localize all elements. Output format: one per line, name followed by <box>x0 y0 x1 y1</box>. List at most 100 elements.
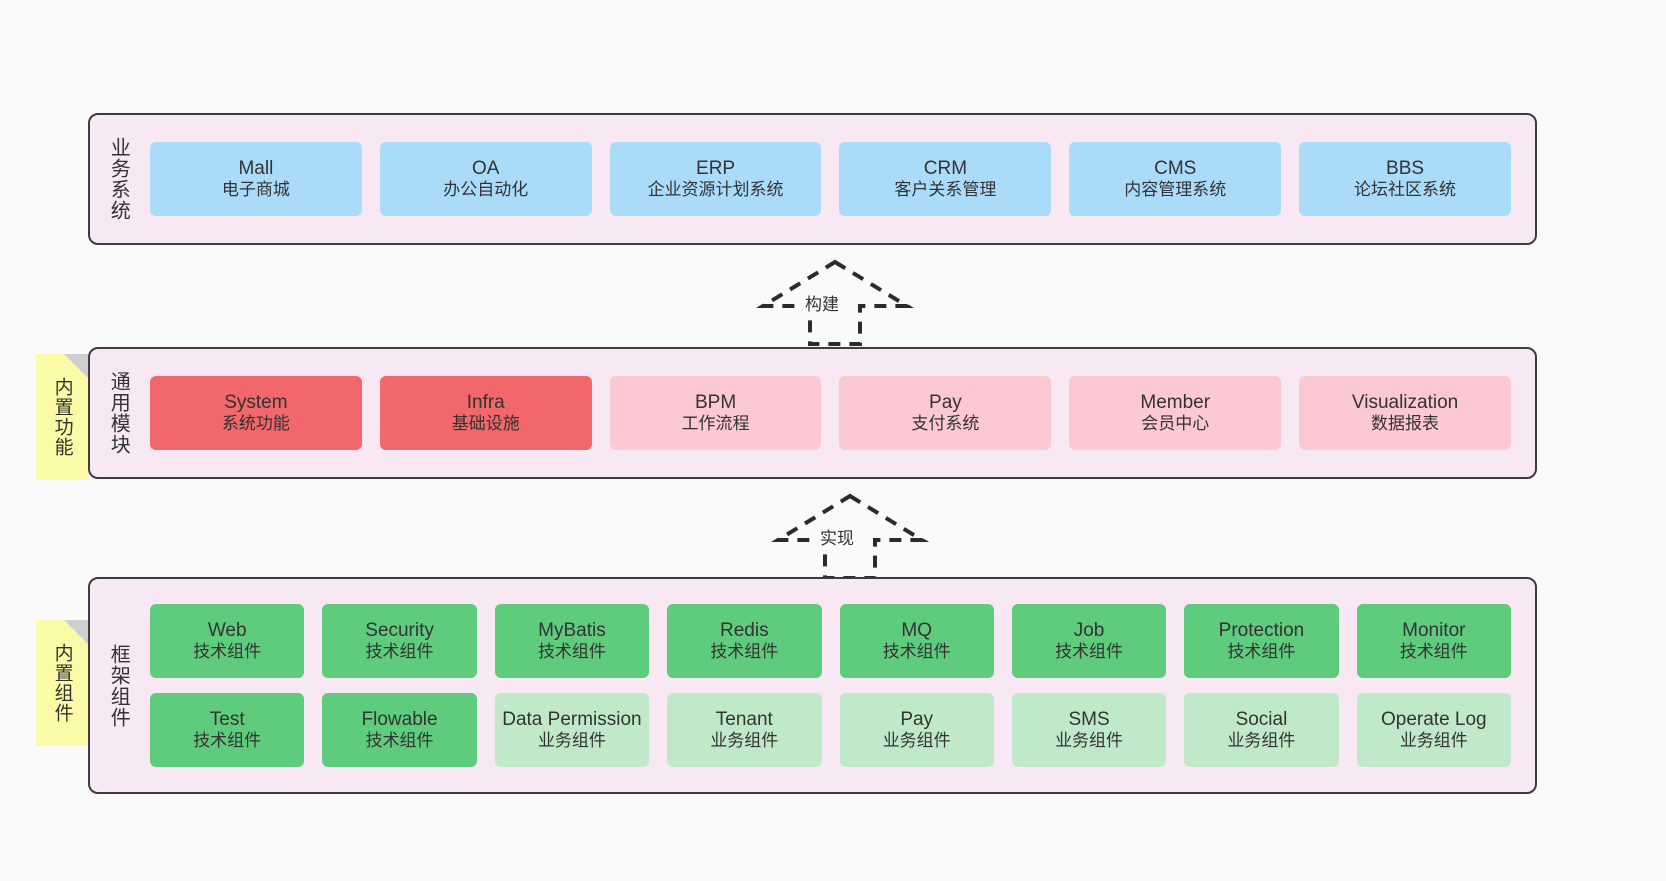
module-desc: 业务组件 <box>537 731 606 751</box>
module-box-mq[interactable]: MQ 技术组件 <box>839 604 994 678</box>
module-name: Pay <box>900 709 934 731</box>
module-desc: 内容管理系统 <box>1124 180 1227 200</box>
module-box-pay[interactable]: Pay 支付系统 <box>839 376 1052 450</box>
note-fold-corner-icon <box>64 354 88 378</box>
module-box-member[interactable]: Member 会员中心 <box>1069 376 1282 450</box>
module-name: Visualization <box>1351 392 1459 414</box>
module-name: Security <box>365 620 434 642</box>
module-desc: 系统功能 <box>221 414 290 434</box>
layer-framework-component-body: Web 技术组件 Security 技术组件 MyBatis 技术组件 Redi… <box>140 579 1535 792</box>
module-name: Member <box>1140 392 1211 414</box>
module-box-cms[interactable]: CMS 内容管理系统 <box>1069 142 1282 216</box>
module-name: Mall <box>238 158 274 180</box>
module-box-erp[interactable]: ERP 企业资源计划系统 <box>609 142 822 216</box>
module-desc: 电子商城 <box>221 180 290 200</box>
module-box-oa[interactable]: OA 办公自动化 <box>379 142 592 216</box>
module-box-sms[interactable]: SMS 业务组件 <box>1011 693 1167 767</box>
module-box-visualization[interactable]: Visualization 数据报表 <box>1299 376 1511 450</box>
module-name: BPM <box>694 392 737 414</box>
module-name: MQ <box>901 620 932 642</box>
connector-build-label: 构建 <box>803 290 841 315</box>
module-desc: 技术组件 <box>193 731 262 751</box>
module-name: Flowable <box>361 709 438 731</box>
sticky-note-label: 内置功能 <box>51 377 73 457</box>
sticky-note-builtin-component: 内置组件 <box>36 620 88 746</box>
module-row: Mall 电子商城 OA 办公自动化 ERP 企业资源计划系统 CRM 客户关系… <box>150 142 1511 216</box>
module-name: Operate Log <box>1380 709 1487 731</box>
connector-build: 构建 <box>755 258 915 346</box>
module-row: System 系统功能 Infra 基础设施 BPM 工作流程 Pay 支付系统… <box>150 376 1511 450</box>
module-name: CMS <box>1154 158 1197 180</box>
module-name: Protection <box>1218 620 1305 642</box>
module-name: Infra <box>466 392 505 414</box>
layer-business-system: 业务系统 Mall 电子商城 OA 办公自动化 ERP 企业资源计划系统 CRM… <box>88 113 1537 245</box>
layer-framework-component-title: 框架组件 <box>107 643 130 728</box>
layer-common-module: 通用模块 System 系统功能 Infra 基础设施 BPM 工作流程 Pay… <box>88 347 1537 479</box>
layer-business-system-title: 业务系统 <box>107 137 130 221</box>
module-desc: 技术组件 <box>193 642 262 662</box>
module-desc: 办公自动化 <box>443 180 529 200</box>
module-desc: 技术组件 <box>1227 642 1296 662</box>
connector-implement: 实现 <box>770 492 930 580</box>
module-desc: 基础设施 <box>451 414 520 434</box>
module-desc: 论坛社区系统 <box>1354 180 1457 200</box>
module-desc: 企业资源计划系统 <box>647 180 784 200</box>
module-box-operate-log[interactable]: Operate Log 业务组件 <box>1356 693 1511 767</box>
note-fold-corner-icon <box>64 620 88 644</box>
module-name: Redis <box>720 620 769 642</box>
module-name: Data Permission <box>502 709 642 731</box>
module-name: Web <box>207 620 247 642</box>
module-box-web[interactable]: Web 技术组件 <box>150 604 305 678</box>
module-desc: 技术组件 <box>882 642 951 662</box>
module-name: Tenant <box>715 709 773 731</box>
module-box-job[interactable]: Job 技术组件 <box>1011 604 1167 678</box>
module-box-data-permission[interactable]: Data Permission 业务组件 <box>494 693 650 767</box>
module-desc: 技术组件 <box>537 642 606 662</box>
connector-build-arrow <box>755 259 915 346</box>
module-box-social[interactable]: Social 业务组件 <box>1184 693 1339 767</box>
module-desc: 业务组件 <box>1227 731 1296 751</box>
module-name: Social <box>1235 709 1288 731</box>
module-box-mybatis[interactable]: MyBatis 技术组件 <box>494 604 650 678</box>
module-box-monitor[interactable]: Monitor 技术组件 <box>1356 604 1511 678</box>
module-box-bpm[interactable]: BPM 工作流程 <box>609 376 822 450</box>
module-desc: 数据报表 <box>1371 414 1440 434</box>
module-name: SMS <box>1068 709 1110 731</box>
module-box-mall[interactable]: Mall 电子商城 <box>150 142 362 216</box>
module-name: Pay <box>929 392 962 414</box>
module-name: Job <box>1073 620 1105 642</box>
module-desc: 技术组件 <box>710 642 779 662</box>
module-box-security[interactable]: Security 技术组件 <box>322 604 477 678</box>
module-box-pay-business[interactable]: Pay 业务组件 <box>839 693 994 767</box>
sticky-note-label: 内置组件 <box>51 643 73 723</box>
module-box-crm[interactable]: CRM 客户关系管理 <box>839 142 1052 216</box>
module-desc: 技术组件 <box>365 731 434 751</box>
module-desc: 技术组件 <box>1055 642 1124 662</box>
module-desc: 技术组件 <box>365 642 434 662</box>
module-box-test[interactable]: Test 技术组件 <box>150 693 305 767</box>
layer-business-system-body: Mall 电子商城 OA 办公自动化 ERP 企业资源计划系统 CRM 客户关系… <box>140 115 1535 243</box>
module-name: MyBatis <box>538 620 606 642</box>
module-box-tenant[interactable]: Tenant 业务组件 <box>667 693 822 767</box>
module-desc: 业务组件 <box>710 731 779 751</box>
module-row: Test 技术组件 Flowable 技术组件 Data Permission … <box>150 693 1511 767</box>
module-row: Web 技术组件 Security 技术组件 MyBatis 技术组件 Redi… <box>150 604 1511 678</box>
module-name: System <box>224 392 288 414</box>
module-name: OA <box>472 158 500 180</box>
sticky-note-builtin-function: 内置功能 <box>36 354 88 480</box>
module-desc: 会员中心 <box>1141 414 1210 434</box>
layer-common-module-title: 通用模块 <box>107 371 130 455</box>
module-box-protection[interactable]: Protection 技术组件 <box>1184 604 1339 678</box>
module-name: Monitor <box>1402 620 1466 642</box>
module-box-redis[interactable]: Redis 技术组件 <box>667 604 822 678</box>
module-box-system[interactable]: System 系统功能 <box>150 376 362 450</box>
module-box-bbs[interactable]: BBS 论坛社区系统 <box>1299 142 1511 216</box>
module-desc: 业务组件 <box>882 731 951 751</box>
layer-common-module-body: System 系统功能 Infra 基础设施 BPM 工作流程 Pay 支付系统… <box>140 349 1535 477</box>
module-box-flowable[interactable]: Flowable 技术组件 <box>322 693 477 767</box>
module-box-infra[interactable]: Infra 基础设施 <box>379 376 592 450</box>
module-name: ERP <box>696 158 736 180</box>
module-desc: 业务组件 <box>1399 731 1468 751</box>
module-name: CRM <box>923 158 968 180</box>
